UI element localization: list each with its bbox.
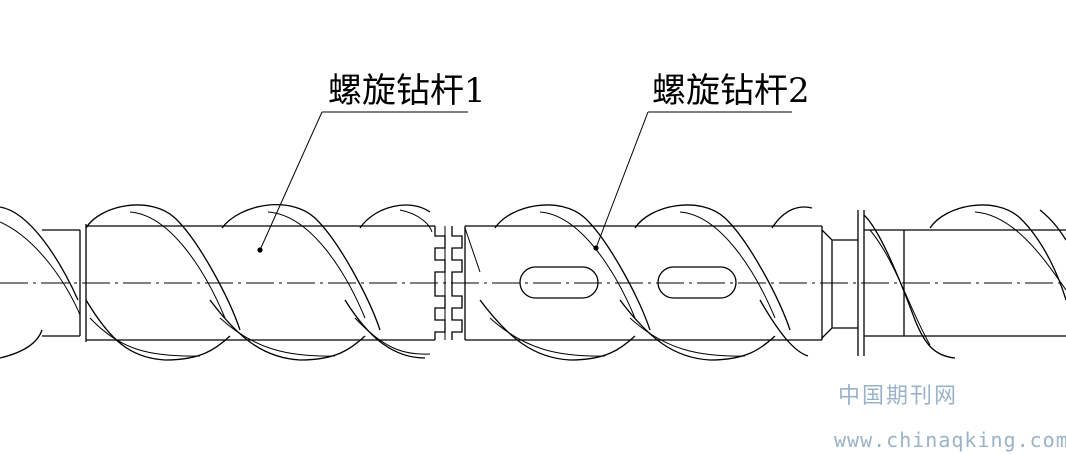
flight-edge xyxy=(869,229,931,346)
flight-edge xyxy=(0,206,79,301)
slot xyxy=(519,266,599,299)
flight-edge xyxy=(679,211,776,319)
label-rod-2-group: 螺旋钻杆2 xyxy=(593,71,810,251)
chamfer xyxy=(464,227,481,273)
watermark-url: www.chinaqking.com xyxy=(834,428,1066,452)
flight-edge xyxy=(929,204,1066,301)
flight-edge xyxy=(489,317,606,357)
flight-edge xyxy=(267,211,366,319)
flight-edge xyxy=(85,299,231,361)
flight-edge xyxy=(1039,209,1066,241)
flight-edge xyxy=(359,204,431,229)
label-rod-1: 螺旋钻杆1 xyxy=(328,71,486,111)
flight-edge xyxy=(399,209,433,233)
coupling-teeth xyxy=(451,226,463,340)
slot xyxy=(657,266,737,299)
flight-edge xyxy=(539,211,636,319)
label-rod-2: 螺旋钻杆2 xyxy=(652,71,810,111)
flight-edge xyxy=(771,206,813,229)
flight-edge xyxy=(344,299,426,359)
flight-edge xyxy=(209,299,366,361)
flight-edge xyxy=(221,204,381,331)
leader-line xyxy=(259,111,323,251)
flight-edge xyxy=(629,317,746,357)
auger-rod-2 xyxy=(451,204,858,361)
flight-edge xyxy=(354,317,431,355)
auger-rod-1 xyxy=(0,204,446,361)
flight-edge xyxy=(759,299,809,357)
flight-edge xyxy=(974,211,1066,291)
auger-rod-3 xyxy=(857,204,1066,359)
flight-edge xyxy=(85,204,241,331)
flight-edge xyxy=(479,299,636,361)
label-rod-1-group: 螺旋钻杆1 xyxy=(257,71,486,253)
flight-edge xyxy=(634,204,791,331)
flight-edge xyxy=(494,204,651,331)
flight-edge xyxy=(619,299,776,361)
watermark-cn: 中国期刊网 xyxy=(838,384,958,409)
flight-edge xyxy=(0,221,81,316)
flight-edge xyxy=(863,214,956,359)
flight-edge xyxy=(89,317,201,357)
chamfer xyxy=(821,229,833,339)
leader-line xyxy=(595,111,649,249)
flight-edge xyxy=(0,329,43,359)
flight-edge xyxy=(219,317,336,357)
flight-edge xyxy=(129,211,226,319)
